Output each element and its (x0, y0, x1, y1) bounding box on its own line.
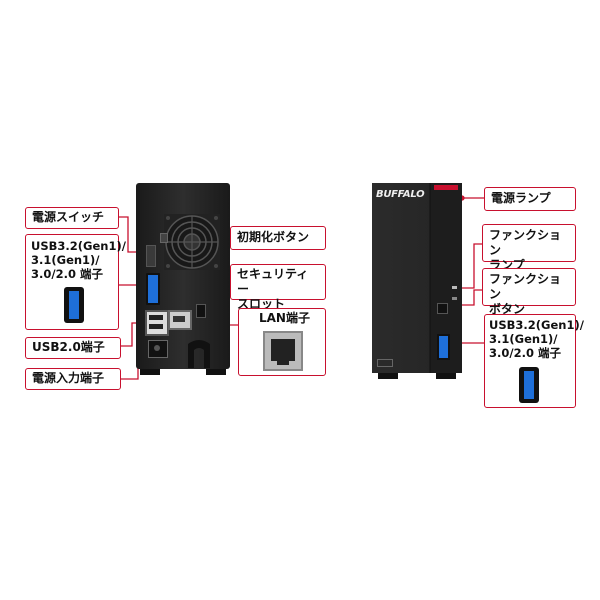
rear-usb3-port[interactable] (146, 273, 160, 305)
label-power-lamp: 電源ランプ (484, 187, 576, 211)
label-lan: LAN端子 (259, 311, 310, 325)
rear-lan-port[interactable] (168, 310, 192, 330)
label-usb32-rear-box: USB3.2(Gen1)/ 3.1(Gen1)/ 3.0/2.0 端子 (25, 234, 126, 330)
usb3-port-icon-front (519, 367, 539, 403)
usb3-port-icon (64, 287, 84, 323)
power-lamp (452, 286, 457, 289)
cooling-fan (164, 214, 220, 270)
power-switch[interactable] (146, 245, 156, 267)
label-power-input: 電源入力端子 (25, 368, 121, 390)
function-lamp (452, 297, 457, 300)
lan-port-icon (263, 331, 303, 371)
label-init-button: 初期化ボタン (230, 226, 326, 250)
label-usb32-front-box: USB3.2(Gen1)/ 3.1(Gen1)/ 3.0/2.0 端子 (484, 314, 584, 408)
brand-logo: BUFFALO (376, 189, 425, 200)
model-badge (377, 359, 393, 367)
init-button[interactable] (160, 233, 168, 243)
security-slot[interactable] (196, 304, 206, 318)
rear-usb2-port[interactable] (145, 310, 169, 336)
power-input-jack[interactable] (148, 340, 168, 358)
label-function-lamp: ファンクション ランプ (482, 224, 576, 272)
label-lan-box: LAN端子 (238, 308, 326, 376)
label-security-slot: セキュリティー スロット (230, 264, 326, 311)
label-power-switch: 電源スイッチ (25, 207, 119, 229)
cable-hook (186, 338, 212, 368)
front-usb3-port[interactable] (437, 334, 450, 360)
label-usb20: USB2.0端子 (25, 337, 121, 359)
label-usb32-rear: USB3.2(Gen1)/ 3.1(Gen1)/ 3.0/2.0 端子 (31, 239, 126, 281)
label-usb32-front: USB3.2(Gen1)/ 3.1(Gen1)/ 3.0/2.0 端子 (489, 318, 584, 360)
function-button[interactable] (437, 303, 448, 314)
label-function-button: ファンクション ボタン (482, 268, 576, 316)
